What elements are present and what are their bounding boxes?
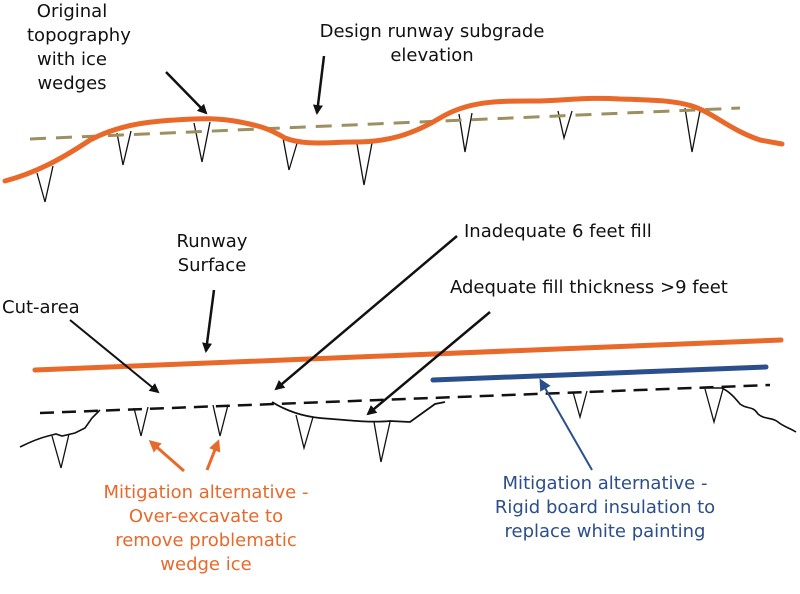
ice-wedge xyxy=(684,107,701,153)
overexcavate-arrow-right xyxy=(205,439,221,471)
bottom-subgrade-line xyxy=(39,383,771,415)
top-ice-wedges xyxy=(36,107,701,203)
design-subgrade-line xyxy=(29,106,741,141)
ice-wedge xyxy=(51,433,70,469)
ice-wedge xyxy=(212,404,229,437)
mitigation-overexcavate-label: Mitigation alternative - Over-excavate t… xyxy=(103,482,309,575)
ground-line-left xyxy=(19,409,101,448)
ice-wedge xyxy=(282,137,299,171)
insulation-arrow xyxy=(539,378,593,471)
mitigation-insulation-label: Mitigation alternative - Rigid board ins… xyxy=(494,473,716,542)
overexcavate-arrow-left xyxy=(148,440,185,473)
ground-line-right xyxy=(700,387,797,433)
ice-wedge xyxy=(36,165,54,203)
cut-area-label: Cut-area xyxy=(2,297,80,318)
ice-wedge xyxy=(116,130,132,166)
ice-wedge xyxy=(356,142,373,186)
rigid-board-insulation xyxy=(430,364,769,383)
ice-wedge xyxy=(133,406,149,437)
runway-surface-pointer-arrow xyxy=(202,289,216,353)
inadequate-fill-label: Inadequate 6 feet fill xyxy=(464,221,652,242)
cut-area-pointer-arrow xyxy=(69,319,160,394)
ice-wedge xyxy=(458,112,473,153)
adequate-fill-pointer-arrow xyxy=(366,311,491,416)
adequate-fill-label: Adequate fill thickness >9 feet xyxy=(450,277,728,298)
bottom-ice-wedges xyxy=(51,388,724,469)
ice-wedge xyxy=(373,421,391,463)
original-topography-line xyxy=(2,95,785,184)
ice-wedge xyxy=(704,388,724,425)
top-profile xyxy=(2,95,785,203)
bottom-profile xyxy=(19,337,797,469)
runway-surface-line xyxy=(32,337,784,373)
design-subgrade-pointer-arrow xyxy=(313,55,326,115)
ground-line-cut xyxy=(271,401,446,423)
ice-wedge xyxy=(295,414,314,451)
design-subgrade-label: Design runway subgrade elevation xyxy=(319,21,545,66)
runway-surface-label: Runway Surface xyxy=(176,231,248,276)
ice-wedge xyxy=(572,390,588,420)
ice-wedge xyxy=(557,110,573,141)
topography-pointer-arrow xyxy=(165,71,208,115)
original-topography-label: Original topography with ice wedges xyxy=(27,1,131,94)
ice-wedge xyxy=(193,121,211,163)
inadequate-fill-pointer-arrow xyxy=(274,235,458,391)
